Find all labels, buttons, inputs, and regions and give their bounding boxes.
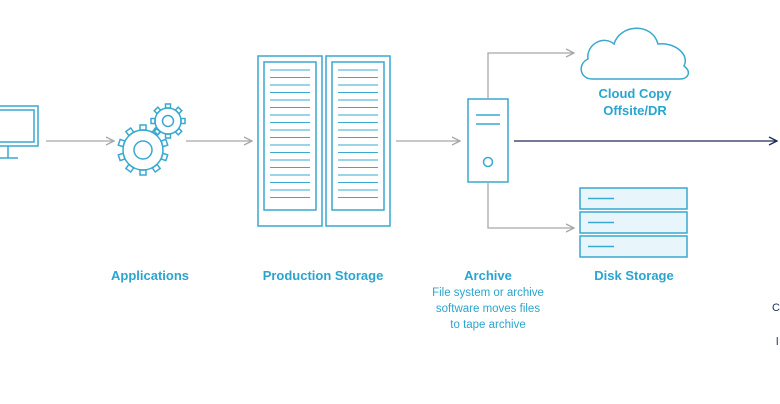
archive-description-line-2: software moves files: [435, 303, 541, 315]
label-applications: Applications: [110, 268, 189, 283]
label-cloud-copy-line-2: Offsite/DR: [603, 103, 667, 118]
archive-description-line-1: File system or archive: [432, 287, 544, 299]
label-cloud-copy: Cloud Copy Offsite/DR: [580, 85, 690, 119]
large-gear-icon: [117, 124, 169, 176]
label-archive: Archive: [464, 268, 512, 283]
arrow-archive-to-disk-storage: [487, 182, 574, 228]
cloud-icon: [580, 27, 690, 80]
server-rack-icon: [257, 55, 391, 227]
monitor-icon: [0, 105, 39, 159]
tower-server-icon: [467, 98, 509, 183]
archive-description: File system or archive software moves fi…: [418, 285, 558, 333]
gears-icon: [117, 103, 186, 176]
disk-stack-icon: [579, 187, 688, 258]
label-cloud-copy-line-1: Cloud Copy: [598, 86, 672, 101]
cutoff-text-fragment-1: C: [772, 302, 780, 314]
small-gear-icon: [150, 103, 186, 139]
cutoff-text-fragment-2: l: [776, 336, 779, 348]
label-production-storage: Production Storage: [262, 268, 384, 283]
arrow-archive-to-cloud: [487, 53, 574, 99]
label-disk-storage: Disk Storage: [594, 268, 674, 283]
archive-description-line-3: to tape archive: [450, 319, 526, 331]
